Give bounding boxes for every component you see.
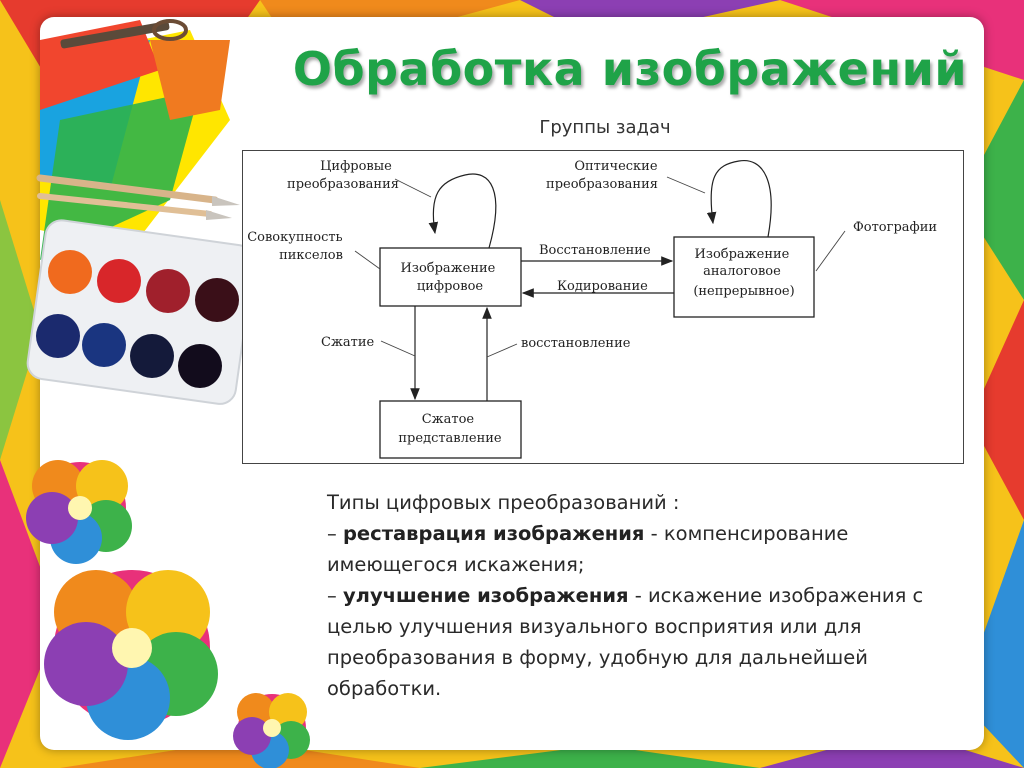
node-analog-line2: аналоговое (703, 264, 781, 279)
svg-text:Совокупность пикселов: Совокупность пикселов (247, 230, 347, 263)
task-groups-diagram: Изображение цифровое Изображение аналого… (247, 159, 937, 459)
svg-text:Изображение аналоговое: Изображение аналоговое (непрерывное) (693, 247, 794, 299)
diagram-frame: Изображение цифровое Изображение аналого… (242, 150, 964, 464)
node-compressed-box (379, 400, 522, 459)
svg-text:Цифровые преобразования: Цифровые преобразования (287, 159, 399, 192)
leader-pixel-set (354, 250, 381, 270)
label-optical-transforms-2: преобразования (546, 177, 658, 192)
label-compression: Сжатие (321, 335, 375, 350)
node-digital-box (379, 247, 522, 307)
label-decompression: восстановление (521, 336, 631, 351)
svg-text:Изображение цифровое: Изображение цифровое (401, 261, 500, 294)
item-dash: – (327, 522, 343, 545)
leader-compression (380, 340, 416, 357)
node-compressed-line2: представление (398, 431, 502, 446)
node-analog-box (673, 236, 815, 318)
term-enhancement-desc: - искажение изображения с целью улучшени… (327, 584, 924, 700)
node-compressed-line1: Сжатое (422, 412, 475, 427)
description-item-restoration: – реставрация изображения - компенсирова… (327, 518, 967, 580)
digital-self-loop-arrow (428, 173, 497, 249)
item-dash: – (327, 584, 343, 607)
description-text: Типы цифровых преобразований : – реставр… (327, 487, 967, 704)
description-intro: Типы цифровых преобразований : (327, 491, 680, 514)
node-analog-line3: (непрерывное) (693, 284, 794, 299)
label-photographs: Фотографии (853, 220, 937, 235)
node-analog-line1: Изображение (695, 247, 790, 262)
analog-self-loop-arrow (706, 160, 772, 238)
label-digital-transforms-2: преобразования (287, 177, 399, 192)
label-encoding: Кодирование (557, 279, 648, 294)
term-restoration-desc: - компенсирование имеющегося искажения; (327, 522, 849, 576)
leader-decompression (486, 343, 518, 358)
label-pixel-set-2: пикселов (279, 248, 343, 263)
page-subtitle: Группы задач (539, 117, 671, 138)
node-digital-line1: Изображение (401, 261, 496, 276)
label-digital-transforms-1: Цифровые (320, 159, 392, 174)
label-optical-transforms-1: Оптические (574, 159, 658, 174)
leader-photographs (815, 230, 846, 272)
term-enhancement: улучшение изображения (342, 584, 629, 607)
description-item-enhancement: – улучшение изображения - искажение изоб… (327, 580, 967, 704)
node-digital-line2: цифровое (417, 279, 483, 294)
leader-optical-transforms (666, 176, 706, 194)
term-restoration: реставрация изображения (342, 522, 645, 545)
page-title: Обработка изображений (292, 42, 968, 96)
svg-text:Оптические преобразовани: Оптические преобразования (546, 159, 662, 192)
leader-digital-transforms (394, 178, 432, 198)
svg-text:Сжатое представление: Сжатое представление (398, 412, 502, 446)
label-restoration: Восстановление (539, 243, 651, 258)
label-pixel-set-1: Совокупность (247, 230, 342, 245)
